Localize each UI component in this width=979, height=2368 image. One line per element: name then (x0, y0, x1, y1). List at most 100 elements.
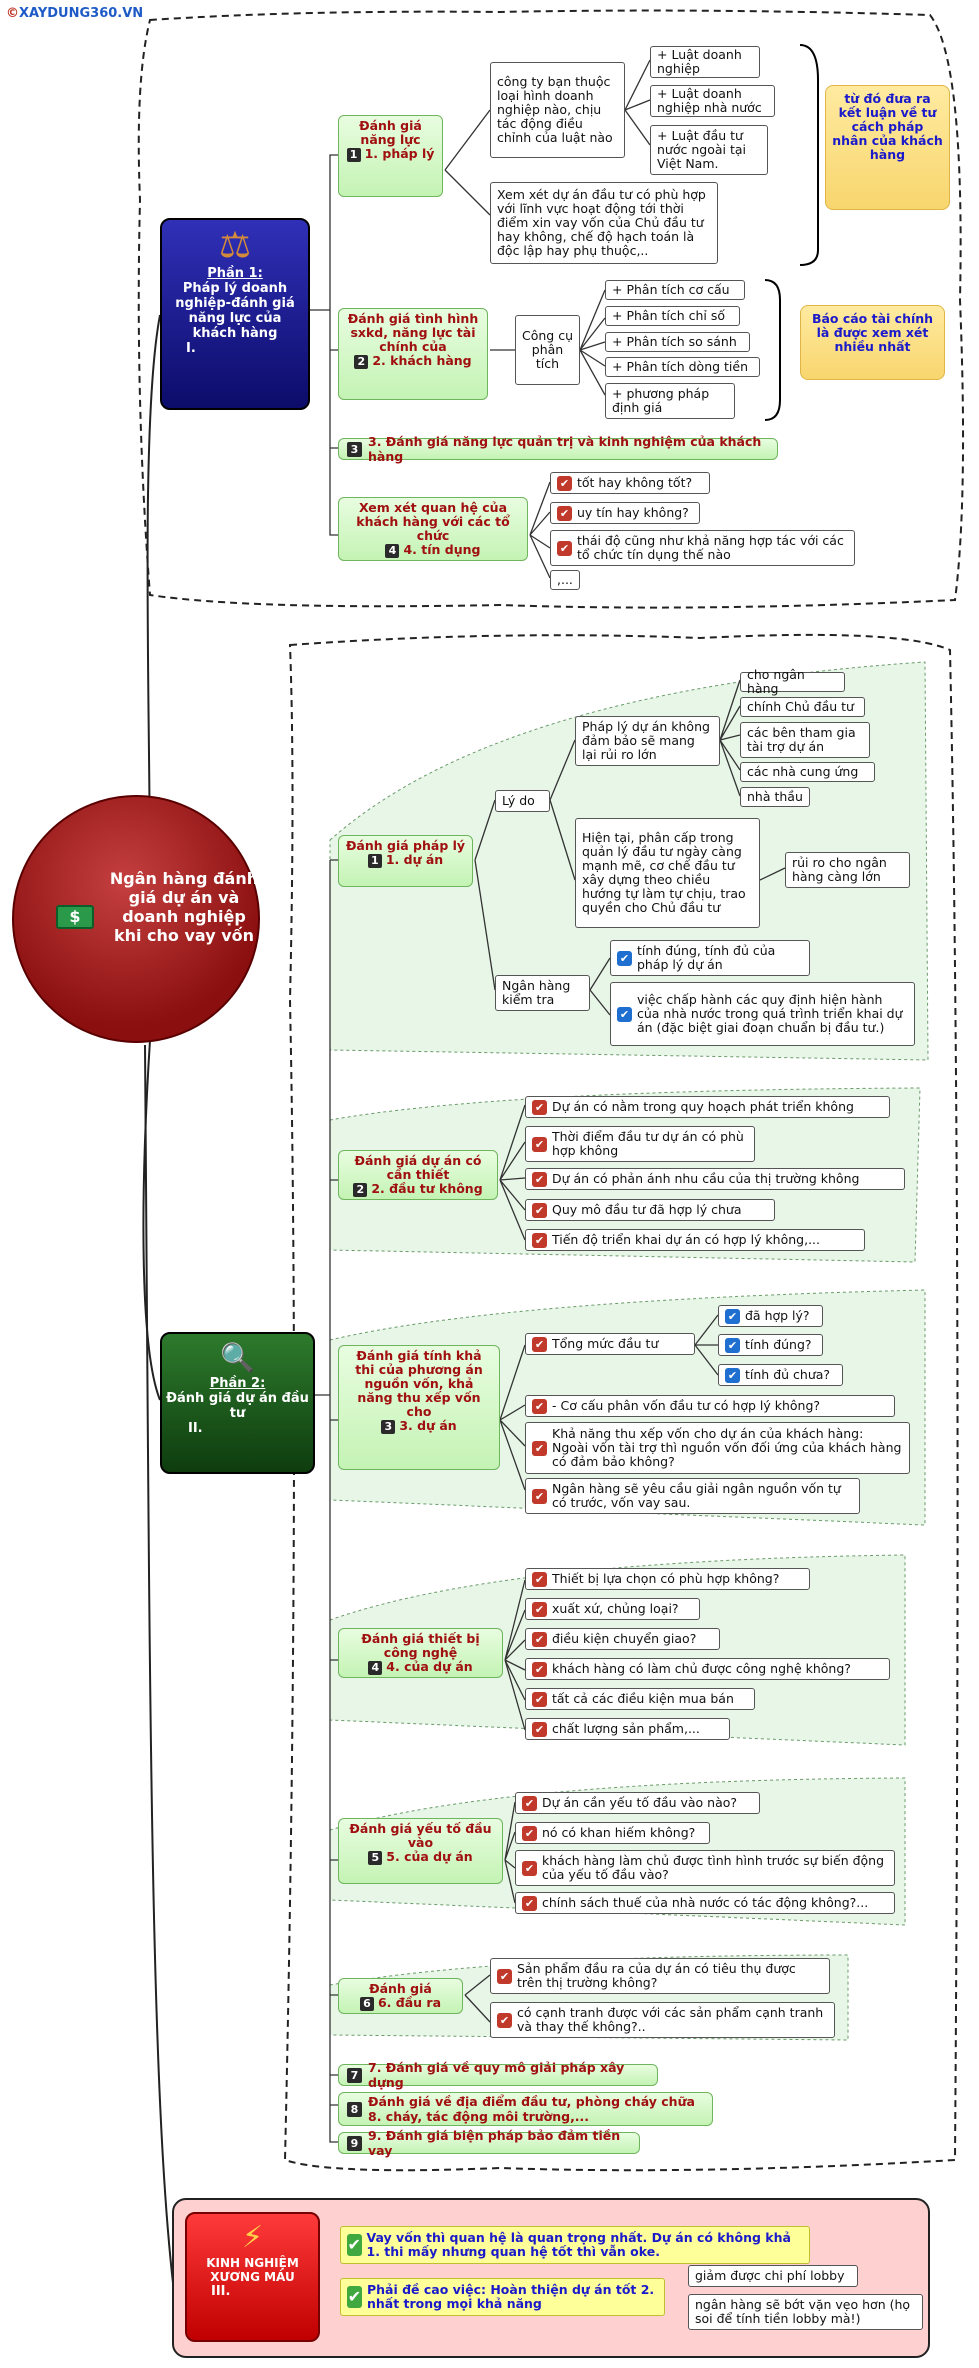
p2-s3-tong[interactable]: ✔Tổng mức đầu tư (525, 1333, 695, 1355)
p3-k2-leaf-1[interactable]: giảm được chi phí lobby (688, 2265, 858, 2287)
part2-node: 🔍 Phần 2: Đánh giá dự án đầu tư II. (160, 1332, 315, 1474)
check-icon: ✔ (557, 475, 572, 491)
p2-s4-leaf-2[interactable]: ✔xuất xứ, chủng loại? (525, 1598, 700, 1620)
p3-k2-leaf-2[interactable]: ngân hàng sẽ bớt vặn vẹo hơn (họ soi để … (688, 2294, 923, 2330)
check-icon: ✔ (617, 950, 632, 966)
p1-tool[interactable]: Công cụ phân tích (515, 315, 580, 385)
p2-s1-a-leaf-3[interactable]: các bên tham gia tài trợ dự án (740, 722, 870, 758)
p2-s6-leaf-2[interactable]: ✔có cạnh tranh được với các sản phẩm cạn… (490, 2002, 835, 2038)
p1-branch2[interactable]: Đánh giá tình hình sxkd, năng lực tài ch… (338, 308, 488, 400)
p2-s3-tong-leaf-1[interactable]: ✔đã hợp lý? (718, 1305, 823, 1327)
part1-title: Phần 1: (207, 266, 263, 281)
p3-k1[interactable]: ✔Vay vốn thì quan hệ là quan trọng nhất.… (340, 2226, 810, 2264)
logo[interactable]: ©XAYDUNG360.VN (6, 6, 144, 21)
p3-k2[interactable]: ✔Phải đề cao việc: Hoàn thiện dự án tốt … (340, 2278, 665, 2316)
p1-rel-2[interactable]: ✔uy tín hay không? (550, 502, 700, 524)
check-icon: ✔ (557, 505, 572, 521)
p2-s1-k-leaf-1[interactable]: ✔tính đúng, tính đủ của pháp lý dự án (610, 940, 810, 976)
p2-s5-leaf-4[interactable]: ✔chính sách thuế của nhà nước có tác độn… (515, 1892, 895, 1914)
p1-tool-leaf-4[interactable]: + Phân tích dòng tiền (605, 357, 760, 377)
p1-law-1[interactable]: + Luật doanh nghiệp (650, 46, 760, 78)
check-icon: ✔ (522, 1795, 537, 1811)
check-icon: ✔ (532, 1571, 547, 1587)
p1-branch1-sub: 1. pháp lý (364, 146, 435, 161)
check-icon: ✔ (532, 1136, 547, 1152)
check-icon: ✔ (725, 1367, 740, 1383)
p1-tool-leaf-5[interactable]: + phương pháp định giá (605, 383, 735, 419)
center-node: $ Ngân hàng đánh giá dự án và doanh nghi… (12, 795, 260, 1043)
check-icon: ✔ (617, 1006, 632, 1022)
p1-branch4[interactable]: Xem xét quan hệ của khách hàng với các t… (338, 497, 528, 561)
p1-branch1-num: 1 (346, 148, 361, 162)
p2-s3-leaf-1[interactable]: ✔- Cơ cấu phân vốn đầu tư có hợp lý khôn… (525, 1395, 895, 1417)
p2-s3-leaf-3[interactable]: ✔Ngân hàng sẽ yêu cầu giải ngân nguồn vố… (525, 1478, 860, 1514)
check-icon: ✔ (532, 1398, 547, 1414)
p2-s3[interactable]: Đánh giá tính khả thi của phương án nguồ… (338, 1345, 500, 1470)
check-icon: ✔ (532, 1171, 547, 1187)
check-icon: ✔ (532, 1721, 547, 1737)
check-icon: ✔ (532, 1488, 547, 1504)
p2-s1-lydo[interactable]: Lý do (495, 790, 550, 812)
p2-s1-a[interactable]: Pháp lý dự án không đảm bảo sẽ mang lại … (575, 716, 720, 766)
p2-s1-b[interactable]: Hiện tại, phân cấp trong quản lý đầu tư … (575, 818, 760, 928)
check-icon: ✔ (725, 1337, 740, 1353)
check-icon: ✔ (347, 2234, 362, 2256)
p2-s4-leaf-1[interactable]: ✔Thiết bị lựa chọn có phù hợp không? (525, 1568, 810, 1590)
p2-s5-leaf-1[interactable]: ✔Dự án cần yếu tố đầu vào nào? (515, 1792, 760, 1814)
p2-s5-leaf-2[interactable]: ✔nó có khan hiếm không? (515, 1822, 710, 1844)
p2-s4-leaf-6[interactable]: ✔chất lượng sản phẩm,... (525, 1718, 730, 1740)
p2-s4-leaf-4[interactable]: ✔khách hàng có làm chủ được công nghệ kh… (525, 1658, 890, 1680)
check-icon: ✔ (532, 1661, 547, 1677)
p2-s2-leaf-3[interactable]: ✔Dự án có phản ánh nhu cầu của thị trườn… (525, 1168, 905, 1190)
scales-icon: ⚖ (218, 225, 252, 266)
p2-s1-a-leaf-4[interactable]: các nhà cung ứng (740, 762, 875, 782)
check-icon: ✔ (522, 1860, 537, 1876)
p1-tool-leaf-2[interactable]: + Phân tích chỉ số (605, 306, 740, 326)
p1-b1-leaf2[interactable]: Xem xét dự án đầu tư có phù hợp với lĩnh… (490, 182, 718, 264)
p1-rel-4[interactable]: ,... (550, 570, 580, 590)
money-icon: $ (56, 905, 94, 929)
p2-s1-a-leaf-5[interactable]: nhà thầu (740, 787, 810, 807)
p1-law-3[interactable]: + Luật đầu tư nước ngoài tại Việt Nam. (650, 125, 768, 175)
p2-s3-leaf-2[interactable]: ✔Khả năng thu xếp vốn cho dự án của khác… (525, 1422, 910, 1474)
lightning-icon: ⚡ (241, 2220, 264, 2255)
p2-s1-kiemtra[interactable]: Ngân hàng kiểm tra (495, 975, 590, 1011)
p2-s3-tong-leaf-2[interactable]: ✔tính đúng? (718, 1334, 823, 1356)
check-icon: ✔ (497, 1968, 512, 1984)
magnifier-icon: 🔍 (220, 1341, 255, 1374)
p2-s4-leaf-3[interactable]: ✔điều kiện chuyển giao? (525, 1628, 720, 1650)
p2-s1-a-leaf-2[interactable]: chính Chủ đầu tư (740, 697, 865, 717)
p1-tool-leaf-3[interactable]: + Phân tích so sánh (605, 332, 750, 352)
p2-s6-leaf-1[interactable]: ✔Sản phẩm đầu ra của dự án có tiêu thụ đ… (490, 1958, 830, 1994)
p2-s2-leaf-5[interactable]: ✔Tiến độ triển khai dự án có hợp lý khôn… (525, 1229, 865, 1251)
p2-s2-leaf-1[interactable]: ✔Dự án có nằm trong quy hoạch phát triển… (525, 1096, 890, 1118)
check-icon: ✔ (522, 1825, 537, 1841)
check-icon: ✔ (532, 1601, 547, 1617)
p1-rel-1[interactable]: ✔tốt hay không tốt? (550, 472, 710, 494)
check-icon: ✔ (532, 1232, 547, 1248)
p1-b1-leaf1[interactable]: công ty bạn thuộc loại hình doanh nghiệp… (490, 62, 625, 158)
check-icon: ✔ (532, 1631, 547, 1647)
p2-s1-a-leaf-1[interactable]: cho ngân hàng (740, 668, 845, 696)
p2-s1-b-leaf[interactable]: rủi ro cho ngân hàng càng lớn (785, 852, 910, 888)
p1-tool-leaf-1[interactable]: + Phân tích cơ cấu (605, 280, 745, 300)
p2-s4-leaf-5[interactable]: ✔tất cả các điều kiện mua bán (525, 1688, 755, 1710)
p2-s2-leaf-4[interactable]: ✔Quy mô đầu tư đã hợp lý chưa (525, 1199, 775, 1221)
p2-s3-tong-leaf-3[interactable]: ✔tính đủ chưa? (718, 1364, 843, 1386)
p1-law-2[interactable]: + Luật doanh nghiệp nhà nước (650, 85, 775, 117)
p2-s5-leaf-3[interactable]: ✔khách hàng làm chủ được tình hình trước… (515, 1850, 895, 1886)
check-icon: ✔ (532, 1336, 547, 1352)
p2-s2-leaf-2[interactable]: ✔Thời điểm đầu tư dự án có phù hợp không (525, 1126, 755, 1162)
p1-rel-3[interactable]: ✔thái độ cũng như khả năng hợp tác với c… (550, 530, 855, 566)
p2-s1-k-leaf-2[interactable]: ✔việc chấp hành các quy định hiện hành c… (610, 982, 915, 1046)
